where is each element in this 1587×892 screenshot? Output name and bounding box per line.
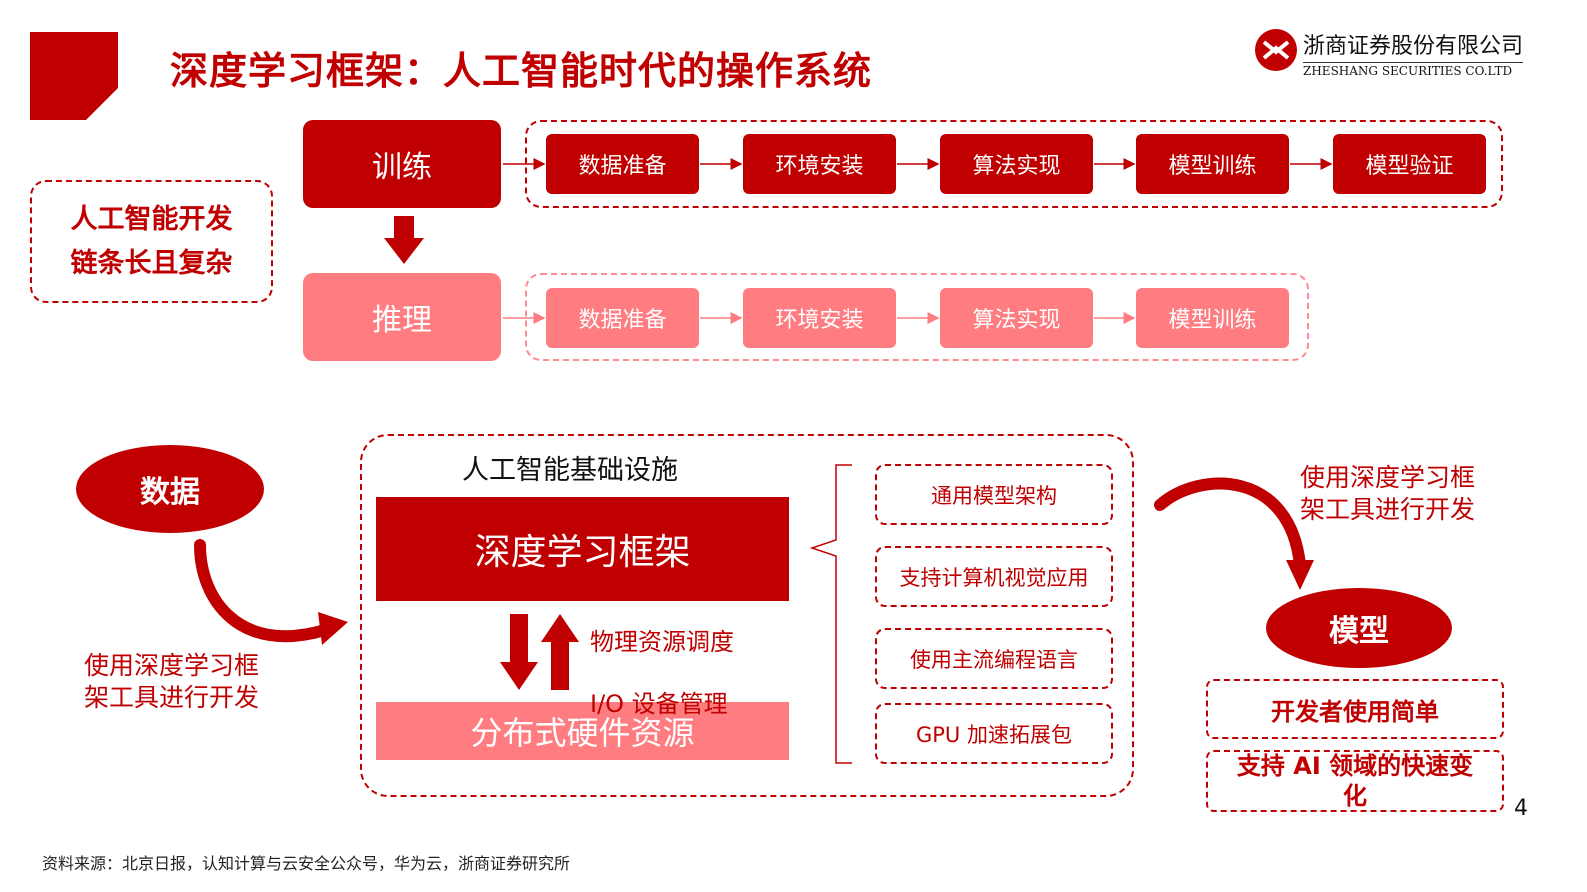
company-logo-icon xyxy=(1255,29,1297,71)
inference-step: 环境安装 xyxy=(743,288,896,348)
inference-steps-group xyxy=(525,273,1309,361)
ai-dev-note: 人工智能开发 链条长且复杂 xyxy=(30,180,273,303)
data-caption: 使用深度学习框 架工具进行开发 xyxy=(84,650,259,714)
training-step: 模型验证 xyxy=(1333,134,1486,194)
down-arrow-icon xyxy=(384,216,424,264)
infra-group xyxy=(360,434,1134,797)
data-caption-line1: 使用深度学习框 xyxy=(84,651,260,680)
inference-box: 推理 xyxy=(303,273,501,361)
data-node: 数据 xyxy=(76,445,264,533)
training-step: 算法实现 xyxy=(940,134,1093,194)
model-caption: 使用深度学习框 架工具进行开发 xyxy=(1300,462,1475,526)
ai-dev-note-line1: 人工智能开发 xyxy=(70,203,233,235)
company-name-en: ZHESHANG SECURITIES CO.LTD xyxy=(1303,62,1524,78)
inference-step: 算法实现 xyxy=(940,288,1093,348)
header-corner-shape xyxy=(30,32,118,120)
feature-item: 支持计算机视觉应用 xyxy=(875,546,1113,607)
training-step: 环境安装 xyxy=(743,134,896,194)
company-logo-text: 浙商证券股份有限公司 ZHESHANG SECURITIES CO.LTD xyxy=(1303,28,1524,78)
feature-item: GPU 加速拓展包 xyxy=(875,703,1113,764)
curved-arrow-right-head xyxy=(1286,560,1314,590)
curved-arrow-right xyxy=(1154,477,1306,571)
feature-bracket xyxy=(809,464,852,764)
inference-step: 数据准备 xyxy=(546,288,699,348)
infra-heading: 人工智能基础设施 xyxy=(462,455,678,486)
resource-scheduling-label: 物理资源调度 xyxy=(590,628,734,656)
framework-box: 深度学习框架 xyxy=(376,497,789,601)
feature-item: 通用模型架构 xyxy=(875,464,1113,525)
company-name-cn: 浙商证券股份有限公司 xyxy=(1303,34,1524,59)
model-caption-line1: 使用深度学习框 xyxy=(1300,463,1476,492)
training-step: 数据准备 xyxy=(546,134,699,194)
source-footnote: 资料来源：北京日报，认知计算与云安全公众号，华为云，浙商证券研究所 xyxy=(42,854,571,873)
ai-dev-note-line2: 链条长且复杂 xyxy=(70,247,233,279)
data-caption-line2: 架工具进行开发 xyxy=(84,683,260,712)
hardware-box: 分布式硬件资源 xyxy=(376,702,789,760)
inference-step: 模型训练 xyxy=(1136,288,1289,348)
model-tag: 支持 AI 领域的快速变化 xyxy=(1206,750,1504,812)
model-caption-line2: 架工具进行开发 xyxy=(1300,495,1476,524)
training-step: 模型训练 xyxy=(1136,134,1289,194)
training-box: 训练 xyxy=(303,120,501,208)
curved-arrow-left xyxy=(194,539,331,643)
down-arrow-icon xyxy=(500,614,538,690)
io-management-label: I/O 设备管理 xyxy=(590,690,728,718)
page-number: 4 xyxy=(1514,796,1528,821)
model-tag: 开发者使用简单 xyxy=(1206,679,1504,739)
page-title: 深度学习框架：人工智能时代的操作系统 xyxy=(170,49,873,93)
curved-arrow-left-head xyxy=(318,612,348,645)
feature-item: 使用主流编程语言 xyxy=(875,628,1113,689)
up-arrow-icon xyxy=(541,614,579,690)
model-node: 模型 xyxy=(1266,588,1452,668)
